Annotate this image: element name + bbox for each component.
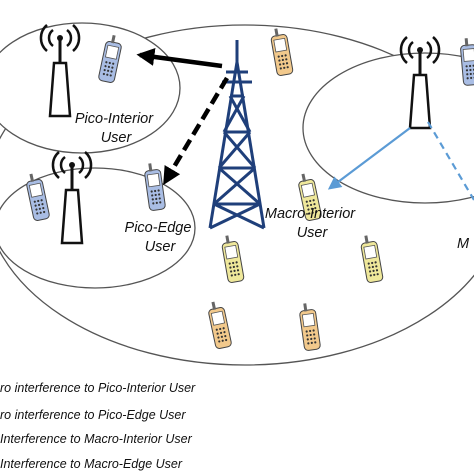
legend-item: ro interference to Pico-Interior User	[0, 381, 196, 395]
interference-arrow-macro-interior	[327, 127, 411, 190]
macro-tower-icon	[208, 40, 266, 230]
legend-item: Interference to Macro-Interior User	[0, 432, 193, 446]
macro-cell-boundary	[0, 24, 474, 366]
pico-cell-right	[302, 52, 474, 204]
interference-arrow-pico-interior	[136, 47, 223, 69]
pico-edge-label: Pico-Edge User	[125, 220, 196, 255]
macro-edge-label-partial: M	[457, 236, 470, 252]
macro-phone-icon	[219, 233, 245, 284]
legend: ro interference to Pico-Interior User ro…	[0, 381, 196, 471]
macro-phone-icon	[297, 301, 322, 352]
pico-interior-label: Pico-Interior User	[75, 111, 157, 146]
interference-arrow-macro-edge	[427, 121, 474, 201]
macro-phone-icon	[268, 26, 294, 77]
pico-cell-bottom-left	[0, 167, 196, 289]
macro-phone-icon	[206, 299, 233, 350]
legend-item: Interference to Macro-Edge User	[0, 457, 183, 471]
legend-item: ro interference to Pico-Edge User	[0, 408, 186, 422]
macro-phone-icon	[358, 233, 384, 284]
macro-interior-label: Macro-Interior User	[265, 206, 359, 241]
pico-cell-top-left	[0, 22, 181, 154]
interference-arrow-pico-edge	[163, 76, 229, 186]
